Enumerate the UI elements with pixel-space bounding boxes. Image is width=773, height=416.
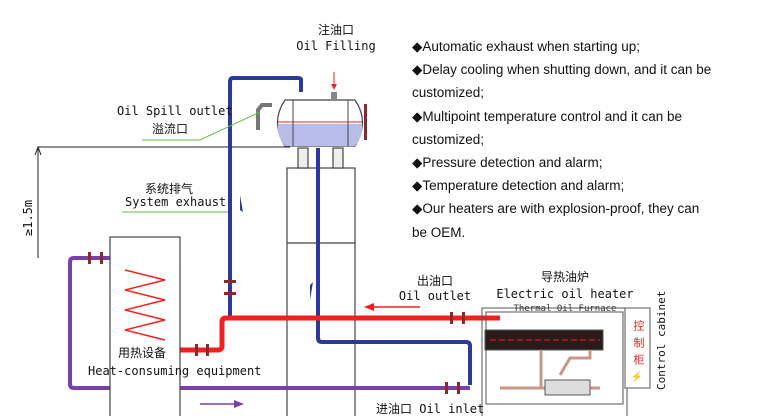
height-dimension (34, 145, 290, 258)
feature-line: customized; (412, 85, 485, 101)
valves (88, 252, 465, 394)
heater-en-secondary: Thermal Oil Furnace (514, 304, 617, 314)
heater-en: Electric oil heater (496, 287, 633, 301)
feature-line: ◆Our heaters are with explosion-proof, t… (412, 201, 700, 217)
lightning-icon: ⚡ (631, 370, 643, 383)
heat-consuming-equipment (109, 236, 181, 416)
feature-line: be OEM. (412, 224, 466, 240)
expansion-tank (256, 92, 367, 147)
height-dimension-label: ≥1.5m (21, 200, 35, 236)
oil-inlet-label: 进油口 Oil inlet (376, 402, 484, 416)
feature-line: customized; (412, 131, 485, 147)
oil-spill-leader (142, 111, 261, 141)
return-pipe (316, 148, 472, 385)
feature-list: ◆Automatic exhaust when starting up; ◆De… (412, 35, 772, 244)
oil-outlet-cn: 出油口 (417, 274, 453, 288)
oil-filling-en: Oil Filling (296, 39, 375, 53)
control-cabinet-cn: 控制柜 (632, 320, 645, 371)
feature-line: ◆Automatic exhaust when starting up; (412, 39, 641, 54)
heater-cn: 导热油炉 (541, 270, 589, 284)
flow-arrow-up (240, 195, 243, 212)
oil-spill-cn: 溢流口 (152, 122, 188, 136)
oil-filling-cn: 注油口 (318, 22, 354, 37)
expansion-tank-stand (286, 147, 356, 416)
control-cabinet-label: Control cabinet (655, 291, 668, 390)
feature-line: ◆Multipoint temperature control and it c… (412, 108, 683, 124)
feature-line: ◆Temperature detection and alarm; (412, 178, 625, 194)
oil-outlet-en: Oil outlet (399, 289, 471, 303)
control-cabinet: ⚡ (624, 307, 651, 389)
heat-consuming-cn: 用热设备 (118, 346, 166, 360)
feature-line: ◆Delay cooling when shutting down, and i… (412, 62, 712, 78)
system-exhaust-en: System exhaust (125, 195, 226, 209)
hot-oil-pipe (180, 315, 500, 353)
heat-consuming-en: Heat-consuming equipment (88, 364, 261, 378)
heating-coil (124, 269, 166, 341)
oil-level (277, 124, 363, 146)
system-exhaust-cn: 系统排气 (145, 181, 193, 196)
oil-spill-en: Oil Spill outlet (117, 104, 233, 118)
system-exhaust-pipe (228, 76, 303, 320)
electric-oil-heater (481, 307, 628, 416)
feature-line: ◆Pressure detection and alarm; (412, 155, 603, 171)
cold-oil-pipe (68, 256, 470, 390)
